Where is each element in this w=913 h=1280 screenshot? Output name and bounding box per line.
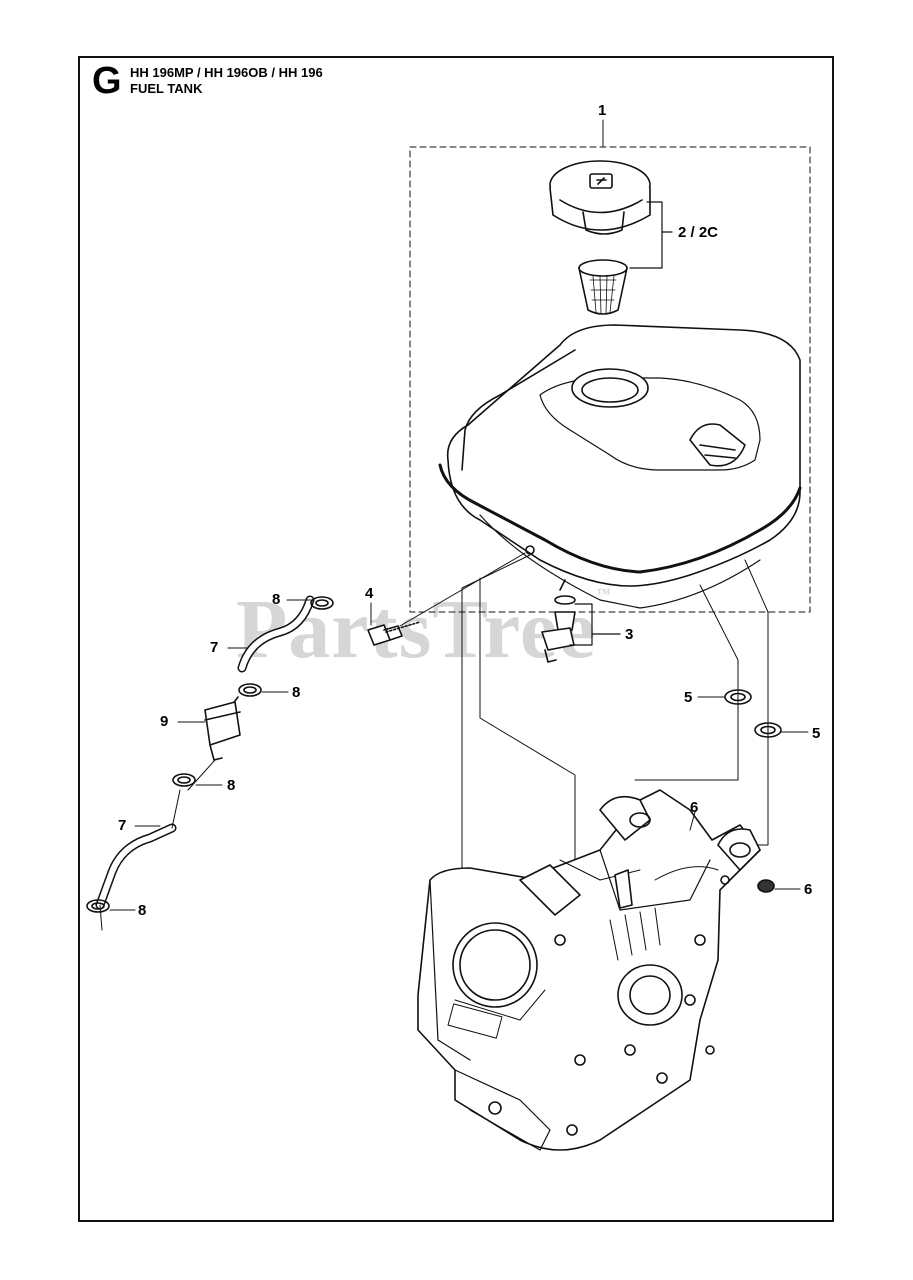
callout-8d: 8 bbox=[138, 902, 147, 919]
diagram-frame bbox=[78, 56, 834, 1222]
callout-8a: 8 bbox=[272, 591, 281, 608]
engine-crankcase bbox=[417, 789, 761, 1151]
section-title: FUEL TANK bbox=[130, 81, 203, 96]
callout-3: 3 bbox=[625, 626, 634, 643]
hose-clamp bbox=[172, 773, 196, 787]
callout-1: 1 bbox=[598, 102, 607, 119]
trademark-mark: ™ bbox=[596, 587, 612, 602]
assembly-guide-lines bbox=[461, 554, 769, 876]
model-list: HH 196MP / HH 196OB / HH 196 bbox=[130, 65, 323, 80]
callout-6b: 6 bbox=[804, 881, 813, 898]
hose-clamp bbox=[310, 596, 334, 610]
fuel-tank bbox=[438, 324, 802, 609]
hose-clamp bbox=[238, 683, 262, 697]
partstree-watermark: PartsTree™ bbox=[236, 583, 612, 676]
hose-clamp bbox=[86, 899, 110, 913]
callout-2-2c: 2 / 2C bbox=[678, 224, 719, 241]
callout-9: 9 bbox=[160, 713, 169, 730]
callout-5b: 5 bbox=[812, 725, 821, 742]
callout-7a: 7 bbox=[210, 639, 219, 656]
callout-5a: 5 bbox=[684, 689, 693, 706]
callout-4: 4 bbox=[365, 585, 374, 602]
fuel-cap bbox=[549, 160, 651, 235]
flange-nut bbox=[757, 879, 775, 893]
leader-3 bbox=[569, 603, 621, 646]
assembly-1-boundary bbox=[409, 146, 811, 613]
fuel-valve bbox=[541, 579, 576, 663]
leader-2 bbox=[629, 201, 673, 269]
section-letter: G bbox=[92, 60, 122, 102]
callout-8b: 8 bbox=[292, 684, 301, 701]
callout-leaders bbox=[109, 119, 809, 911]
fuel-filter bbox=[187, 696, 241, 791]
callout-7b: 7 bbox=[118, 817, 127, 834]
callout-8c: 8 bbox=[227, 777, 236, 794]
fuel-hose-upper bbox=[237, 595, 315, 673]
fuel-hose-lower bbox=[95, 823, 177, 910]
fuel-strainer bbox=[578, 259, 628, 315]
flange-bolt bbox=[367, 552, 526, 646]
callout-6a: 6 bbox=[690, 799, 699, 816]
leader-hose-line bbox=[99, 789, 181, 931]
